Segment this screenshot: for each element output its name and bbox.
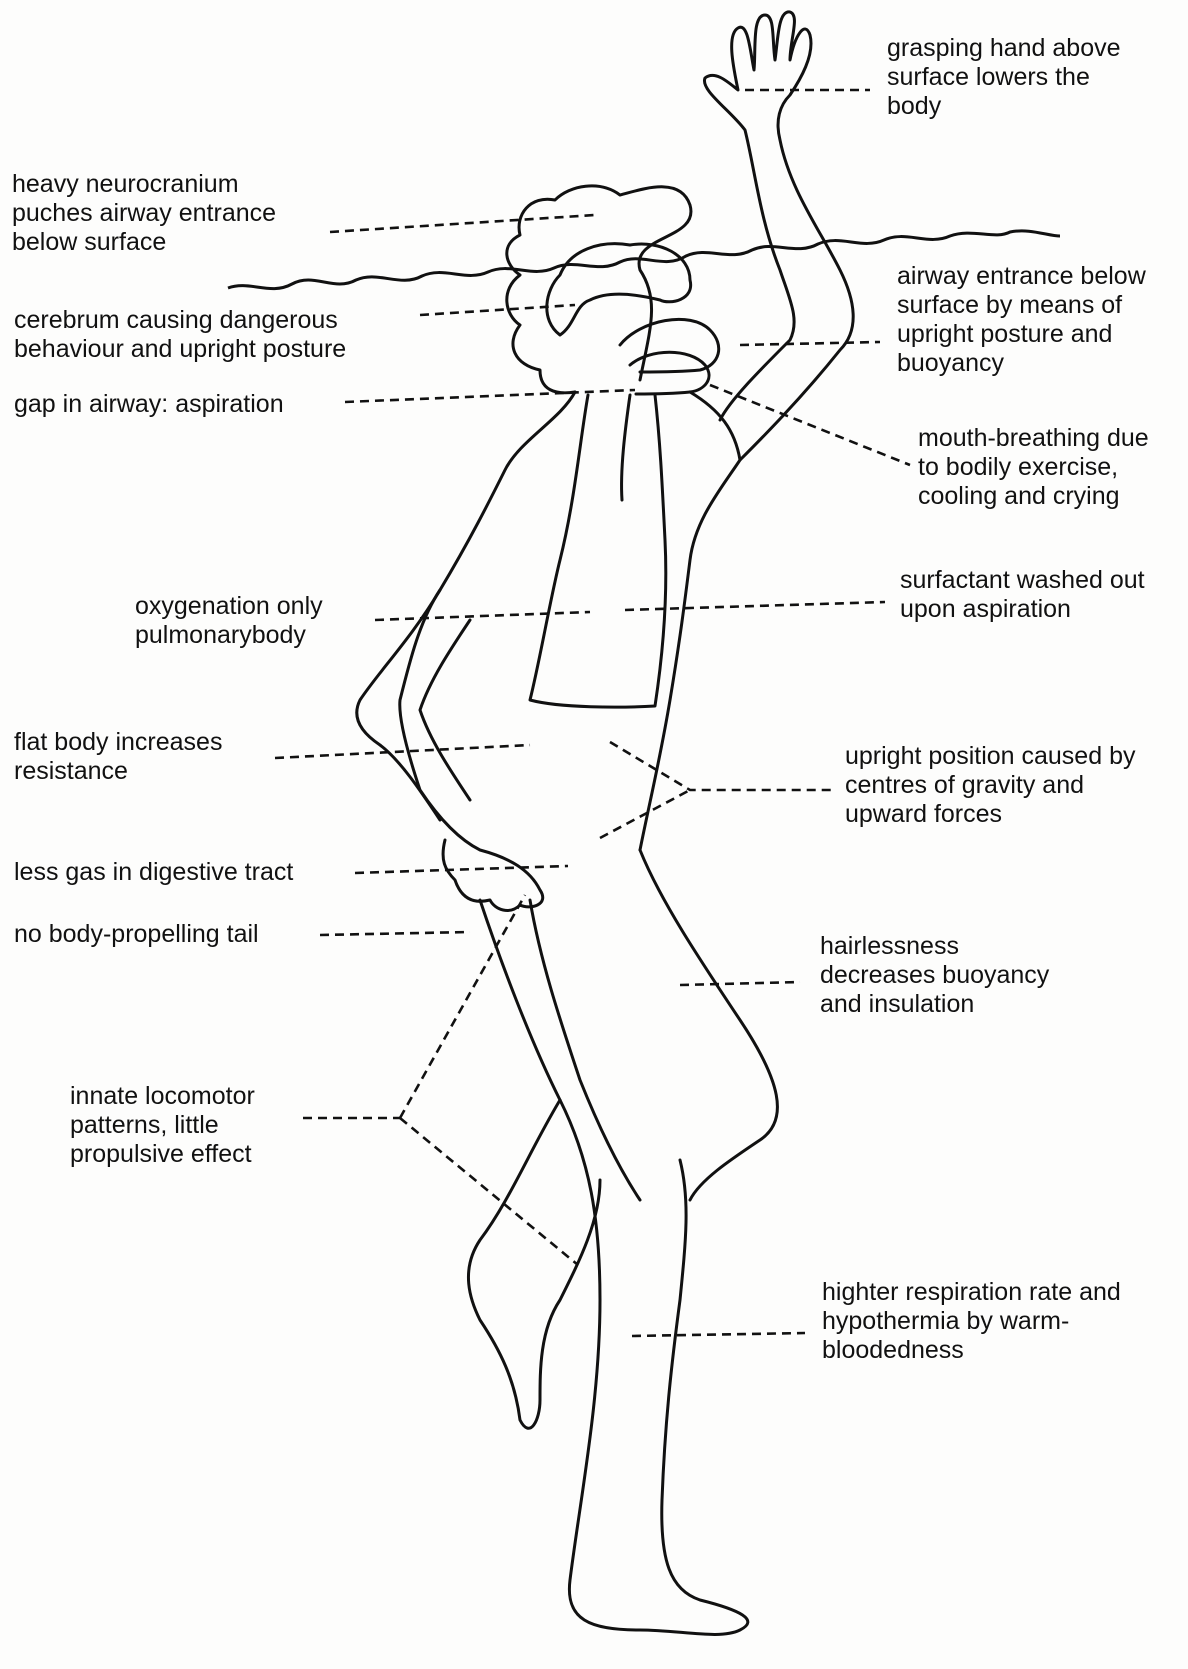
leader-neurocranium	[330, 215, 595, 232]
leader-oxygenation	[375, 612, 590, 620]
leader-hairlessness	[680, 982, 800, 985]
label-neurocranium: heavy neurocranium puches airway entranc…	[12, 170, 276, 257]
back-leg	[640, 850, 777, 1200]
head-outline	[507, 186, 691, 393]
label-oxygenation: oxygenation only pulmonarybody	[135, 592, 323, 650]
thigh-inner	[530, 900, 640, 1200]
label-gap-airway: gap in airway: aspiration	[14, 390, 284, 419]
label-surfactant: surfactant washed out upon aspiration	[900, 566, 1145, 624]
front-leg	[480, 900, 748, 1634]
label-hairlessness: hairlessness decreases buoyancy and insu…	[820, 932, 1049, 1019]
trachea	[622, 395, 630, 500]
leader-cerebrum	[420, 305, 575, 315]
label-locomotor: innate locomotor patterns, little propul…	[70, 1082, 255, 1169]
leader-respiration	[632, 1333, 805, 1336]
bent-arm	[400, 590, 543, 910]
label-less-gas: less gas in digestive tract	[14, 858, 293, 887]
label-flat-body: flat body increases resistance	[14, 728, 222, 786]
raised-arm	[690, 12, 853, 460]
label-airway-entrance: airway entrance below surface by means o…	[897, 262, 1146, 378]
label-upright-position: upright position caused by centres of gr…	[845, 742, 1135, 829]
forearm-inner	[420, 620, 470, 800]
leader-upright-a	[610, 742, 835, 790]
leader-gap-airway	[345, 390, 635, 402]
leader-airway-entrance	[740, 342, 880, 345]
label-no-tail: no body-propelling tail	[14, 920, 259, 949]
leader-locomotor-up	[400, 895, 525, 1118]
leader-less-gas	[355, 866, 568, 873]
leader-no-tail	[320, 932, 470, 935]
label-respiration: highter respiration rate and hypothermia…	[822, 1278, 1121, 1365]
lung-outline	[530, 395, 666, 707]
torso-left	[357, 392, 575, 820]
torso-back	[640, 460, 740, 850]
label-grasping-hand: grasping hand above surface lowers the b…	[887, 34, 1121, 121]
leader-locomotor-down	[400, 1118, 578, 1265]
leader-flat-body	[275, 745, 530, 758]
label-mouth-breathing: mouth-breathing due to bodily exercise, …	[918, 424, 1149, 511]
label-cerebrum: cerebrum causing dangerous behaviour and…	[14, 306, 346, 364]
